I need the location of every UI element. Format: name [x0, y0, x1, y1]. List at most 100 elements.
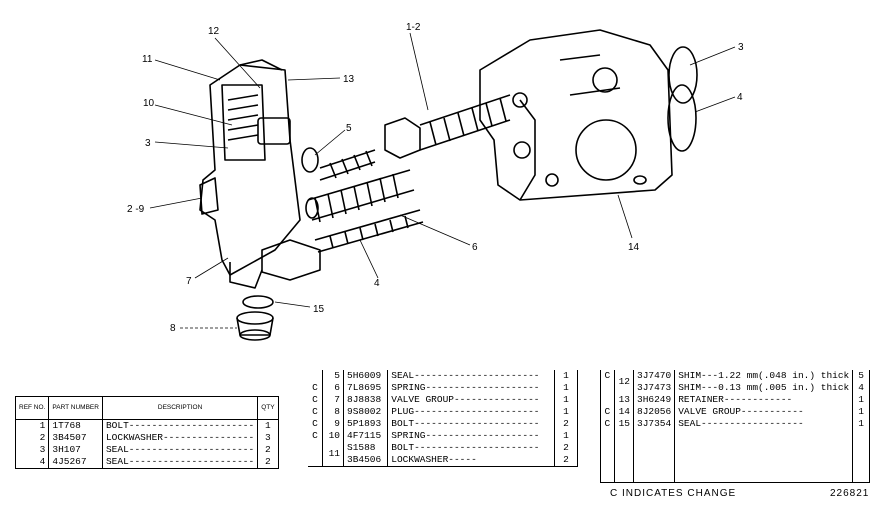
part-number: 8J2056	[632, 406, 676, 418]
description: BOLT----------------------	[391, 418, 540, 429]
part-number: 7L8695	[342, 382, 389, 394]
change-flag: C	[312, 382, 318, 393]
part-number: S1588	[342, 442, 389, 454]
callout-8: 8	[170, 323, 176, 334]
callout-5: 5	[346, 123, 352, 134]
part-number: 3J7473	[632, 382, 676, 394]
ref-no: 5	[322, 370, 344, 382]
ref-no: 13	[613, 394, 634, 406]
callout-4-bottom: 4	[374, 278, 380, 289]
table-row: C 9 5P1893 BOLT---------------------- 2	[308, 418, 578, 430]
description: LOCKWASHER----------------	[101, 432, 259, 444]
qty: 2	[554, 418, 578, 430]
empty-cell	[852, 430, 870, 483]
change-flag: C	[604, 418, 611, 429]
part-number: 5H6009	[342, 370, 389, 382]
qty: 2	[257, 456, 279, 469]
qty: 3	[257, 432, 279, 444]
empty-cell	[675, 430, 853, 483]
part-number: 3H107	[48, 444, 103, 456]
parts-table-2: 5 5H6009 SEAL---------------------- 1 C …	[308, 370, 578, 467]
callout-11: 11	[142, 54, 153, 65]
change-flag: C	[312, 430, 318, 441]
change-flag	[601, 394, 615, 406]
callout-7: 7	[186, 276, 192, 287]
table-row: C 10 4F7115 SPRING-------------------- 1	[308, 430, 578, 442]
part-number: 5P1893	[342, 418, 389, 430]
bolt-1-2	[384, 94, 511, 159]
header-description: DESCRIPTION	[101, 396, 259, 420]
qty: 2	[257, 444, 279, 456]
table-row: 3 3H107 SEAL---------------------- 2	[14, 444, 279, 456]
description: BOLT----------------------	[101, 419, 259, 432]
valve-group-housing	[479, 29, 673, 201]
change-flag: C	[604, 406, 611, 417]
change-legend: C INDICATES CHANGE	[610, 488, 737, 499]
qty: 1	[257, 419, 279, 432]
ref-no: 1	[14, 419, 50, 432]
description: RETAINER------------	[678, 394, 793, 405]
description: VALVE GROUP---------------	[391, 394, 540, 405]
shim-ring	[668, 46, 698, 104]
qty: 1	[554, 394, 578, 406]
change-flag	[601, 382, 615, 394]
callout-1-2: 1-2	[406, 22, 421, 33]
leader-lines	[149, 32, 736, 329]
change-flag: C	[312, 394, 318, 405]
description: LOCKWASHER-----	[391, 454, 477, 465]
description: SEAL----------------------	[391, 370, 540, 381]
callout-15: 15	[313, 304, 325, 315]
header-ref-no: REF NO.	[14, 396, 50, 420]
table-row: 13 3H6249 RETAINER------------ 1	[601, 394, 870, 406]
header-qty: QTY	[257, 396, 279, 420]
shim-ring	[667, 84, 697, 152]
qty: 1	[554, 430, 578, 442]
description: BOLT----------------------	[391, 442, 540, 453]
change-flag	[308, 454, 323, 467]
callout-14: 14	[628, 242, 640, 253]
ref-no: 15	[613, 418, 634, 430]
qty: 1	[554, 370, 578, 382]
part-number: 4J5267	[48, 456, 103, 469]
table-row: C 12 3J7470 SHIM---1.22 mm(.048 in.) thi…	[601, 370, 870, 394]
table-row: C 15 3J7354 SEAL------------------ 1	[601, 418, 870, 430]
table-row: C 6 7L8695 SPRING-------------------- 1	[308, 382, 578, 394]
description: SEAL----------------------	[101, 456, 259, 469]
table-header-row: REF NO. PART NUMBER DESCRIPTION QTY	[14, 396, 279, 420]
callout-10: 10	[143, 98, 155, 109]
callout-6: 6	[472, 242, 478, 253]
ref-no: 12	[613, 370, 634, 394]
ref-no: 3	[14, 444, 50, 456]
qty: 5	[852, 370, 870, 382]
change-flag: C	[312, 406, 318, 417]
part-number: 3J7354	[632, 418, 676, 430]
table-row: C 8 9S8002 PLUG---------------------- 1	[308, 406, 578, 418]
qty: 1	[852, 394, 870, 406]
table-row: C 14 8J2056 VALVE GROUP----------- 1	[601, 406, 870, 418]
description: SEAL------------------	[678, 418, 804, 429]
parts-table-1: REF NO. PART NUMBER DESCRIPTION QTY 1 1T…	[14, 396, 279, 469]
ref-no: 2	[14, 432, 50, 444]
description: SHIM---1.22 mm(.048 in.) thick	[678, 370, 850, 381]
ref-no: 14	[613, 406, 634, 418]
empty-cell	[613, 430, 634, 483]
table-row: C 7 8J8838 VALVE GROUP--------------- 1	[308, 394, 578, 406]
callout-12: 12	[208, 26, 220, 37]
qty: 1	[554, 406, 578, 418]
plug-8	[236, 311, 274, 341]
ref-no: 4	[14, 456, 50, 469]
callout-4-top: 4	[737, 92, 743, 103]
part-number: 8J8838	[342, 394, 389, 406]
table-row: 2 3B4507 LOCKWASHER---------------- 3	[14, 432, 279, 444]
qty: 1	[852, 406, 870, 418]
table-row: 11 S1588 BOLT---------------------- 2	[308, 442, 578, 467]
seal-15	[242, 295, 274, 309]
description: SPRING--------------------	[391, 382, 540, 393]
table-row: 1 1T768 BOLT---------------------- 1	[14, 419, 279, 432]
callout-3-top: 3	[738, 42, 744, 53]
description: PLUG----------------------	[391, 406, 540, 417]
callout-13: 13	[343, 74, 355, 85]
part-number: 1T768	[48, 419, 103, 432]
callout-2-9: 2 -9	[127, 204, 145, 215]
ref-no: 6	[322, 382, 344, 394]
